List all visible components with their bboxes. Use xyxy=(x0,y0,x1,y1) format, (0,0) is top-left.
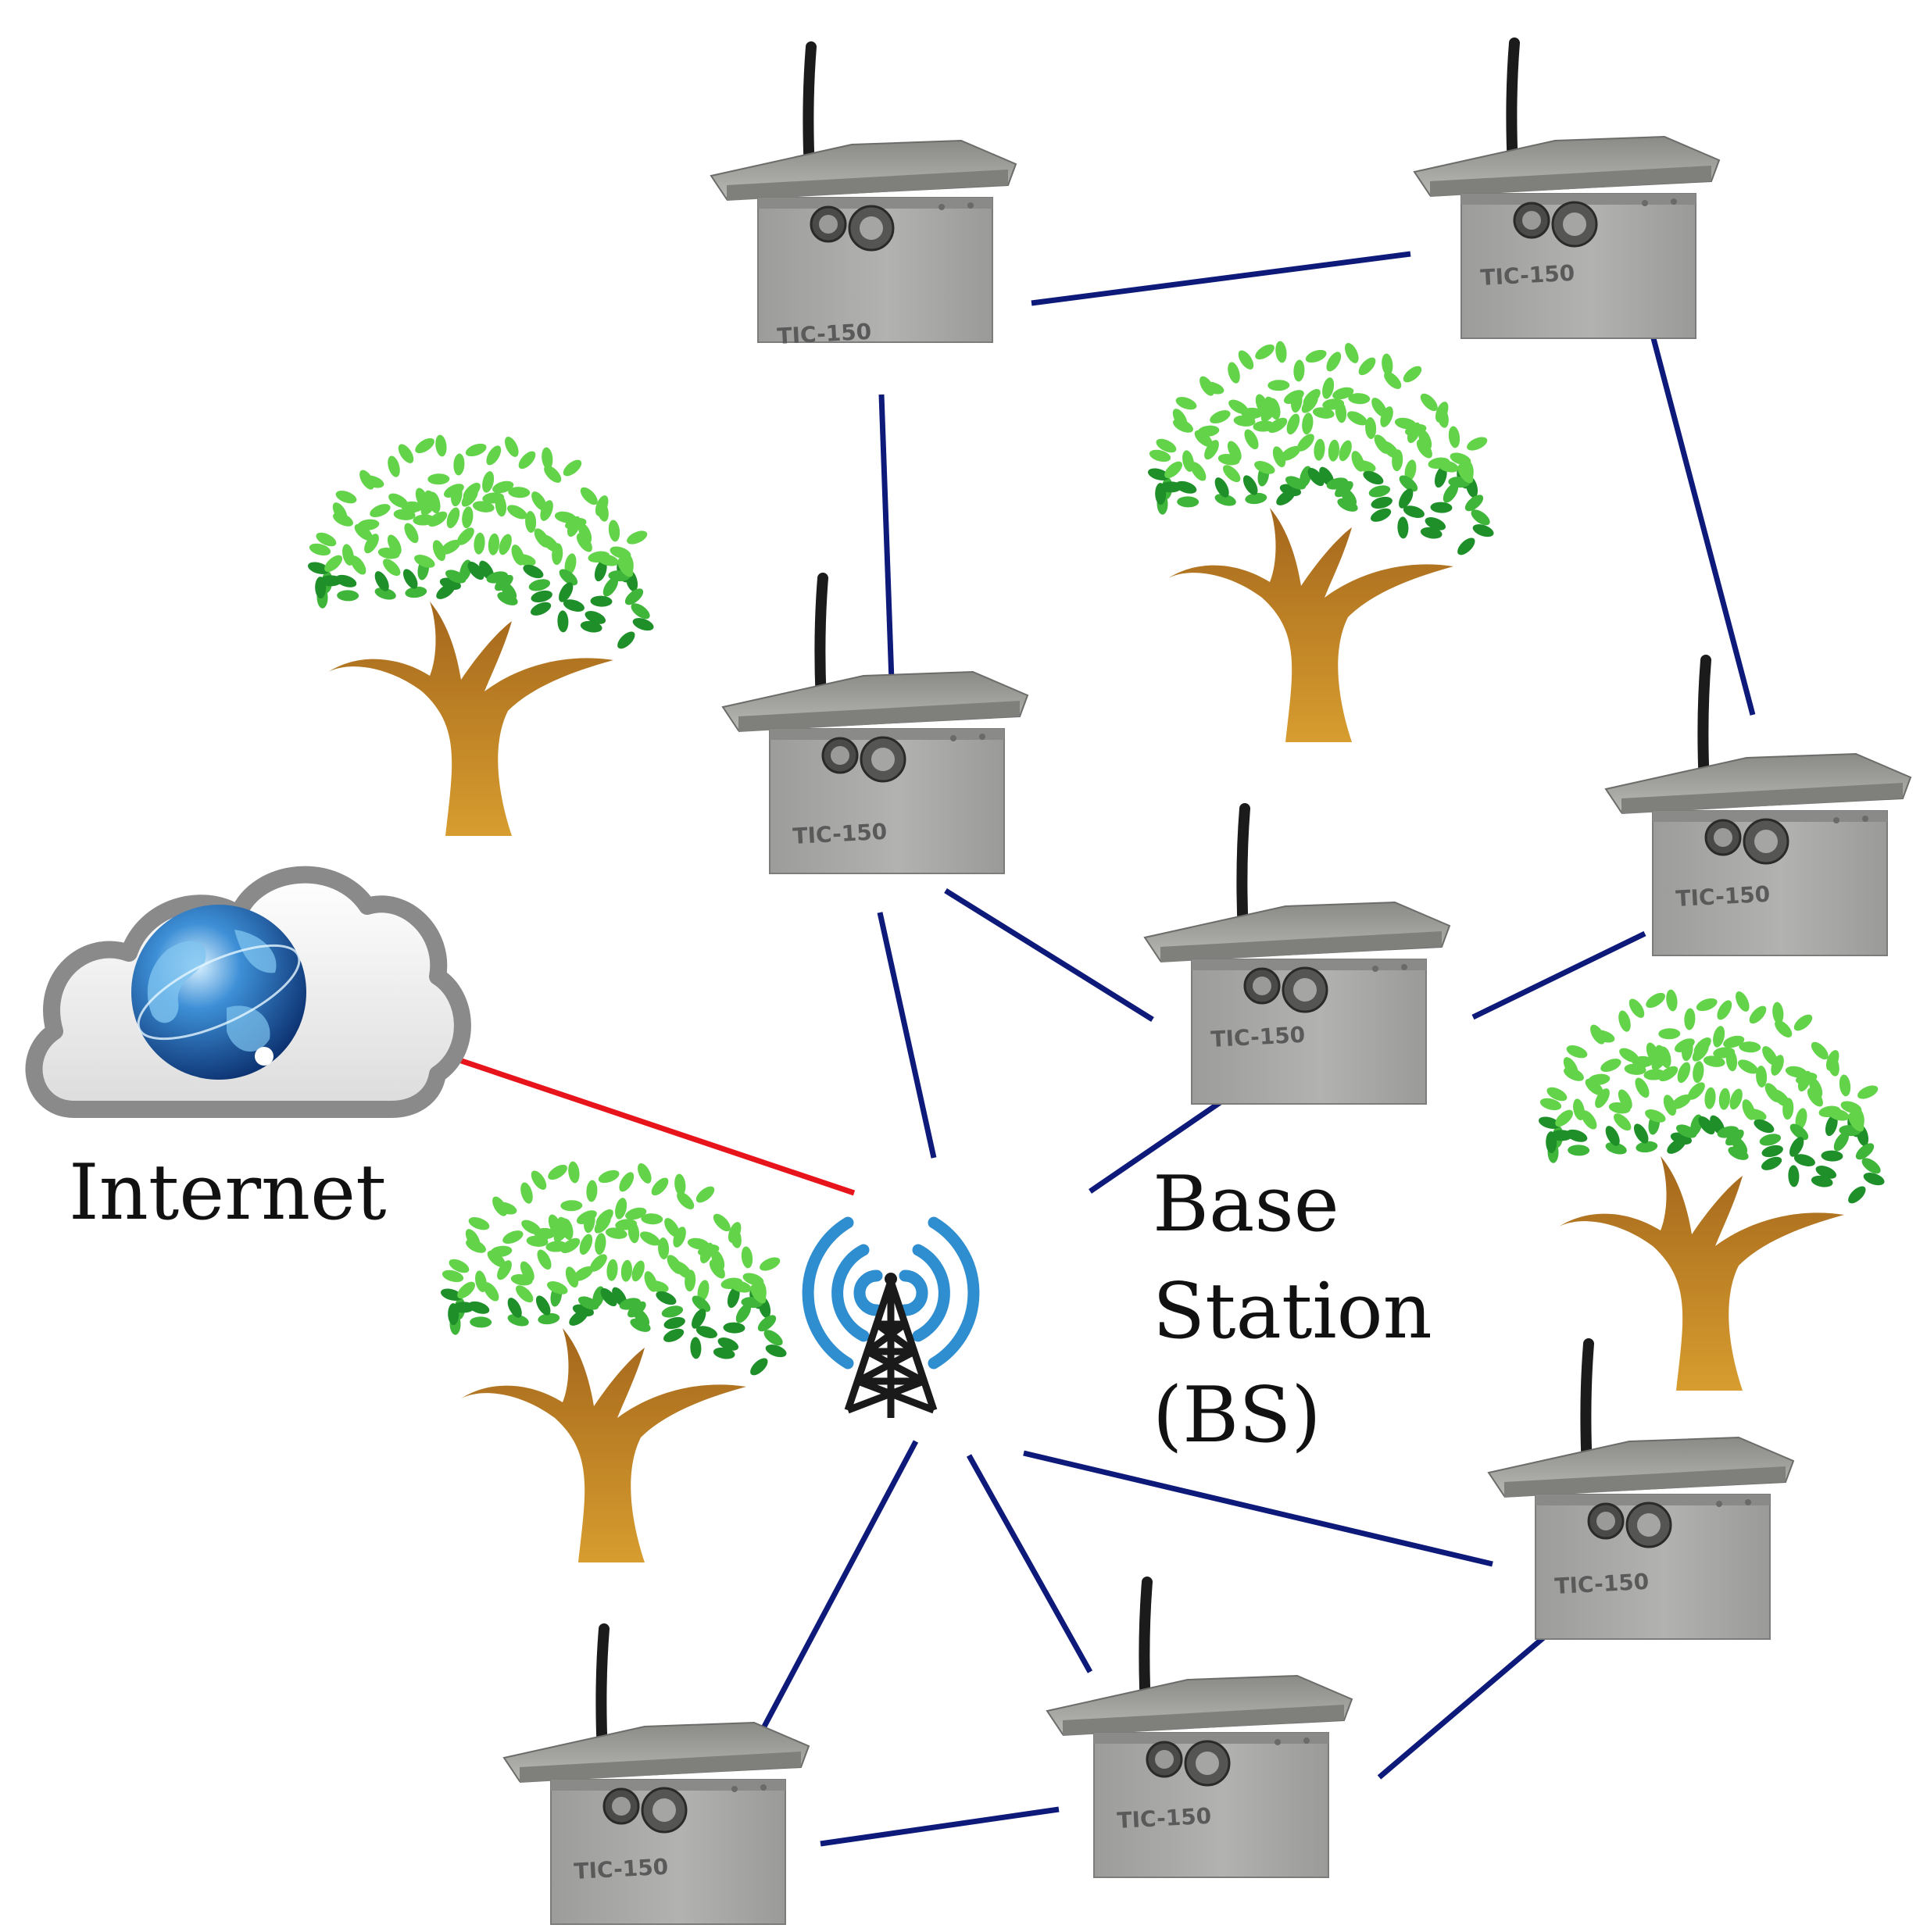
device-label: TIC-150 xyxy=(1117,1803,1212,1834)
radio-tower-icon xyxy=(802,1216,980,1418)
device-label: TIC-150 xyxy=(1554,1569,1650,1599)
base-station-label-line3: (BS) xyxy=(1153,1371,1321,1460)
device-label: TIC-150 xyxy=(1210,1022,1306,1052)
link-bs-node8 xyxy=(755,1440,919,1740)
sensor-node-icon: TIC-150 xyxy=(504,1629,809,1924)
tree-icon xyxy=(439,1160,788,1562)
mesh-links xyxy=(442,251,1756,1847)
sensor-node-icon: TIC-150 xyxy=(1145,809,1450,1104)
base-station-label-line2: Station xyxy=(1153,1267,1432,1356)
tree-icon xyxy=(1146,340,1496,742)
link-node1-node2 xyxy=(1031,251,1411,306)
internet-label: Internet xyxy=(69,1148,387,1237)
link-bs-node7 xyxy=(966,1454,1093,1673)
sensor-nodes: TIC-150 TIC-150 TIC-150 TIC-150 TIC-150 … xyxy=(504,43,1911,1924)
link-node3-node5 xyxy=(944,888,1154,1022)
device-label: TIC-150 xyxy=(777,319,872,349)
cloud-globe-icon xyxy=(25,866,471,1118)
link-node4-node5 xyxy=(1471,930,1646,1020)
link-bs-node6 xyxy=(1023,1450,1493,1567)
tree-icon xyxy=(306,434,656,836)
link-internet-bs xyxy=(442,1052,856,1196)
base-station-label-line1: Base xyxy=(1153,1160,1339,1249)
device-label: TIC-150 xyxy=(792,819,888,849)
sensor-node-icon: TIC-150 xyxy=(711,47,1016,349)
link-node5-bs xyxy=(1089,1086,1242,1194)
link-node3-bs xyxy=(877,912,937,1159)
sensor-node-icon: TIC-150 xyxy=(723,578,1028,873)
tree-icon xyxy=(1537,988,1886,1391)
trees xyxy=(306,340,1886,1562)
sensor-node-icon: TIC-150 xyxy=(1606,660,1911,955)
sensor-node-icon: TIC-150 xyxy=(1489,1344,1793,1639)
sensor-node-icon: TIC-150 xyxy=(1047,1582,1352,1877)
device-label: TIC-150 xyxy=(1675,881,1771,912)
link-node8-node7 xyxy=(820,1806,1060,1847)
link-node1-node3 xyxy=(878,394,896,704)
device-label: TIC-150 xyxy=(574,1854,669,1884)
sensor-node-icon: TIC-150 xyxy=(1414,43,1719,338)
device-label: TIC-150 xyxy=(1480,260,1575,291)
link-node2-node4 xyxy=(1647,326,1756,716)
link-node7-node6 xyxy=(1377,1629,1553,1780)
